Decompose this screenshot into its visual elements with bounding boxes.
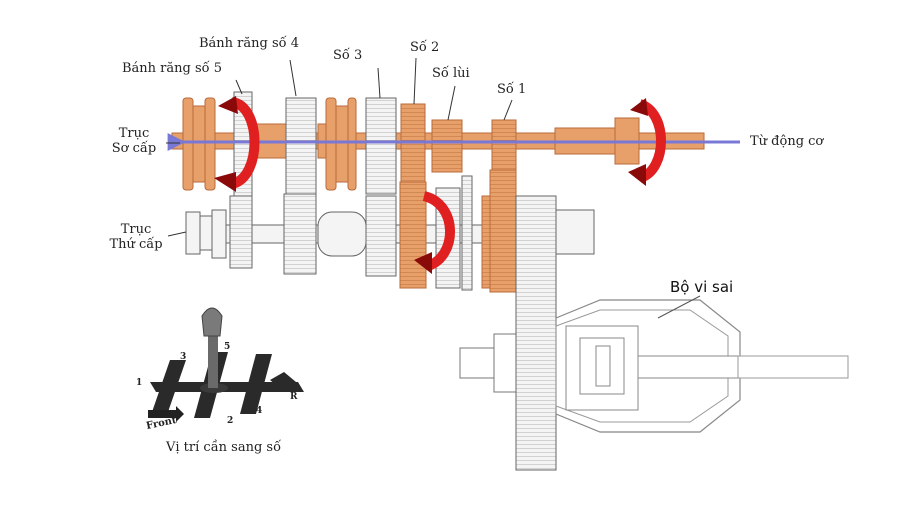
shift-pos-r: R [290, 392, 298, 402]
label-primary-shaft: Trục Sơ cấp [104, 126, 164, 156]
gear-2-secondary [399, 181, 427, 289]
gear-3-primary [365, 97, 397, 195]
gear-reverse-primary [431, 119, 463, 173]
label-differential: Bộ vi sai [670, 278, 734, 296]
gear-4-secondary [283, 193, 317, 275]
shift-pos-4: 4 [256, 406, 263, 416]
differential [459, 195, 849, 471]
primary-hub [182, 97, 357, 191]
shift-pos-1: 1 [136, 378, 143, 388]
label-so-2: Số 2 [410, 40, 440, 55]
label-secondary-shaft: Trục Thứ cấp [104, 222, 168, 252]
label-so-3: Số 3 [333, 48, 363, 63]
rotation-arrow-left [214, 96, 260, 192]
rotation-arrow-secondary [414, 191, 455, 274]
gear-3-secondary [365, 195, 397, 277]
gear-shifter [148, 307, 304, 422]
label-secondary-line1: Trục [120, 222, 152, 237]
label-from-engine: Từ động cơ [750, 134, 824, 149]
rotation-arrow-right [628, 98, 666, 186]
gear-5-secondary [229, 195, 253, 269]
gear-1-secondary [481, 169, 517, 293]
label-so-lui: Số lùi [432, 66, 470, 81]
label-secondary-line2: Thứ cấp [109, 237, 163, 252]
shift-pos-3: 3 [180, 352, 187, 362]
label-gear-4: Bánh răng số 4 [199, 36, 300, 51]
label-shifter-caption: Vị trí cần sang số [166, 440, 282, 455]
shift-pos-2: 2 [227, 416, 234, 426]
leader-lines [166, 57, 513, 237]
gear-2-primary [400, 103, 426, 185]
shift-pos-5: 5 [224, 342, 231, 352]
label-primary-line1: Trục [118, 126, 150, 141]
label-gear-5: Bánh răng số 5 [122, 61, 223, 76]
label-so-1: Số 1 [497, 82, 527, 97]
gear-1-primary [491, 119, 517, 173]
gear-4-primary [285, 97, 317, 195]
label-primary-line2: Sơ cấp [111, 141, 157, 156]
